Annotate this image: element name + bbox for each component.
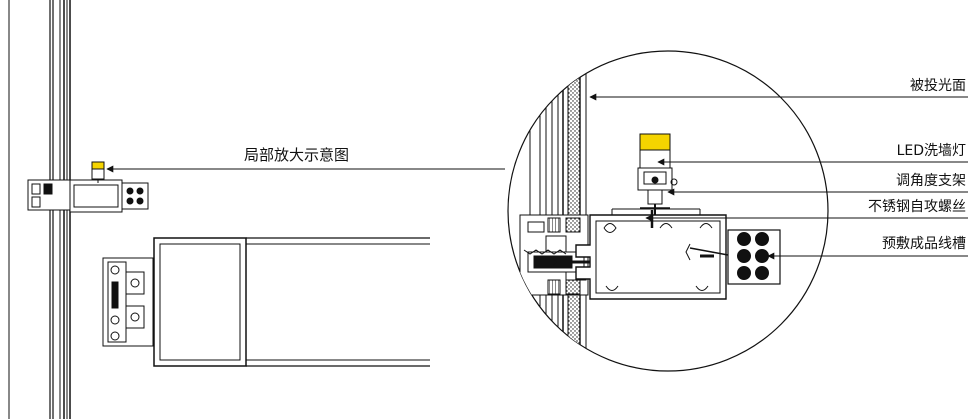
- detail-title: 局部放大示意图: [244, 146, 349, 164]
- fixture-overview: [27, 161, 149, 213]
- steel-tube-section: [153, 237, 430, 367]
- label-angle-bracket: 调角度支架: [896, 173, 966, 189]
- clamp-bracket: [102, 257, 154, 347]
- label-led-wall-washer: LED洗墙灯: [897, 143, 966, 159]
- detail-magnifier: [507, 50, 829, 372]
- callout-leaders: [589, 93, 968, 260]
- label-tapping-screw: 不锈钢自攻螺丝: [868, 199, 966, 215]
- cable-trough-body: [727, 229, 781, 285]
- screw-mullion: [551, 256, 590, 268]
- label-cable-trough: 预敷成品线槽: [882, 236, 966, 252]
- label-illuminated-surface: 被投光面: [910, 78, 966, 94]
